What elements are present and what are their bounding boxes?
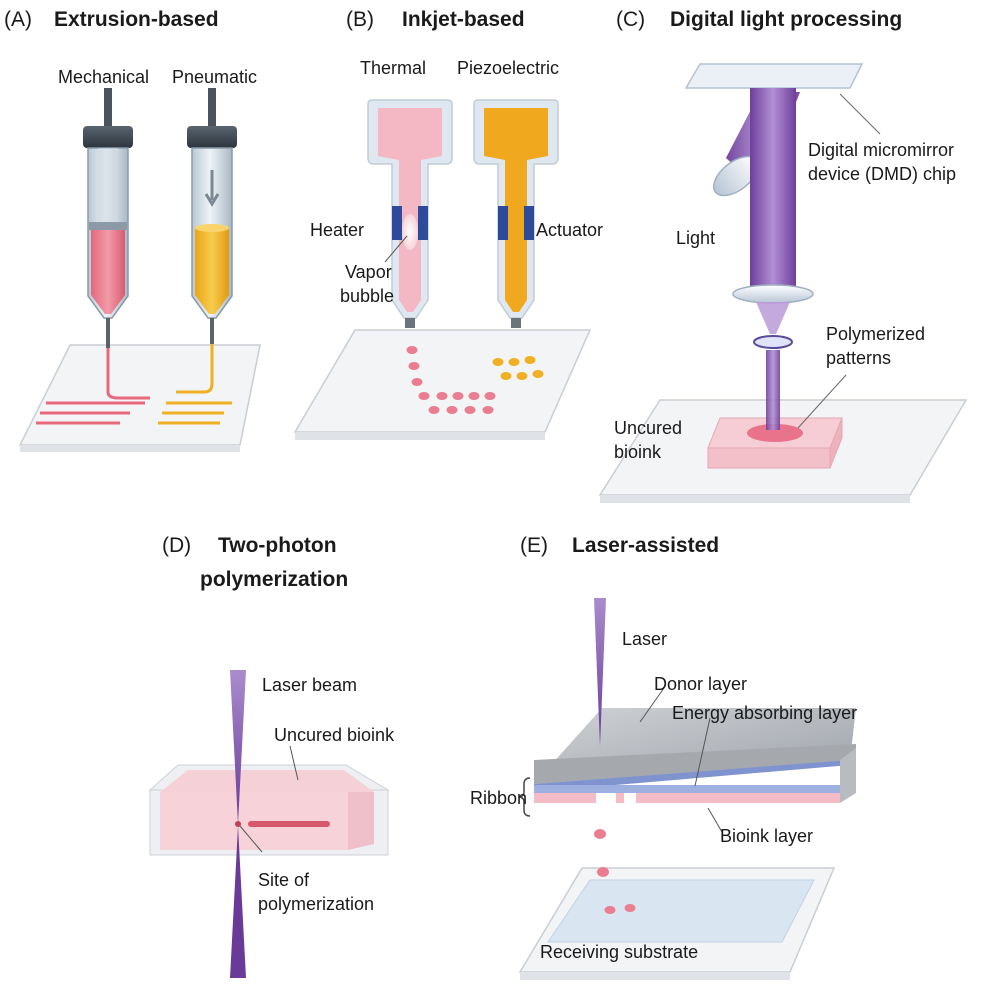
label-uncured-line-2: bioink [614,442,662,462]
panel-b-title: Inkjet-based [402,8,525,31]
printed-lines-pink [36,345,150,425]
label-bioink-layer: Bioink layer [720,826,813,846]
label-pneumatic: Pneumatic [172,67,257,87]
label-laser: Laser [622,629,667,649]
label-donor-layer: Donor layer [654,674,747,694]
laser-beam-e [594,598,606,746]
pink-droplets [406,346,496,414]
polymerized-pattern [747,424,803,442]
label-dmd-line-2: device (DMD) chip [808,164,956,184]
panel-d-title-line-1: Two-photon [218,534,337,557]
label-energy-absorbing-layer: Energy absorbing layer [672,703,857,723]
ribbon-stack [534,708,856,807]
label-receiving-substrate: Receiving substrate [540,942,698,962]
panel-e-letter: (E) [520,534,548,557]
label-actuator: Actuator [536,220,603,240]
focusing-lens [753,335,793,349]
label-polymerized-line-1: Polymerized [826,324,925,344]
label-vapor-line-1: Vapor [345,262,392,282]
label-thermal: Thermal [360,58,426,78]
pneumatic-syringe [187,88,237,344]
polymerized-line [248,821,330,827]
panel-a: (A) Extrusion-based [4,8,261,452]
panel-b: (B) Inkjet-based [293,8,603,440]
mechanical-syringe [83,88,133,348]
receiving-substrate [518,867,836,980]
label-heater: Heater [310,220,364,240]
uncured-bioink-block [707,417,843,469]
uncured-bioink-block-d [148,764,390,856]
panel-d-title-line-2: polymerization [200,568,348,591]
label-site-line-2: polymerization [258,894,374,914]
polymerization-site [235,821,241,827]
label-mechanical: Mechanical [58,67,149,87]
panel-c-title: Digital light processing [670,8,902,31]
panel-b-letter: (B) [346,8,374,31]
laser-beam-d [230,670,246,824]
label-uncured-line-1: Uncured [614,418,682,438]
label-laser-beam: Laser beam [262,675,357,695]
printed-lines-yellow [158,340,232,425]
label-ribbon: Ribbon [470,788,527,808]
panel-e: (E) Laser-assisted [470,534,857,980]
label-light: Light [676,228,715,248]
print-platform [18,344,261,446]
label-piezoelectric: Piezoelectric [457,58,559,78]
label-polymerized-line-2: patterns [826,348,891,368]
yellow-droplets [492,356,544,380]
label-site-line-1: Site of [258,870,310,890]
label-uncured-bioink-d: Uncured bioink [274,725,395,745]
panel-e-title: Laser-assisted [572,534,719,557]
projection-lens [732,284,814,304]
dmd-chip [684,63,864,89]
transferred-droplets [594,829,609,877]
panel-a-letter: (A) [4,8,32,31]
heater-block [392,206,402,240]
piezoelectric-printhead [473,99,559,328]
panel-a-title: Extrusion-based [54,8,219,31]
thermal-printhead [367,99,453,328]
label-dmd-line-1: Digital micromirror [808,140,954,160]
panel-c: (C) Digital light processing Digital mic… [598,8,968,503]
panel-d: (D) Two-photon polymerization Laser beam… [148,534,395,978]
panel-c-letter: (C) [616,8,645,31]
label-vapor-line-2: bubble [340,286,394,306]
panel-d-letter: (D) [162,534,191,557]
print-platform-b [293,329,592,433]
